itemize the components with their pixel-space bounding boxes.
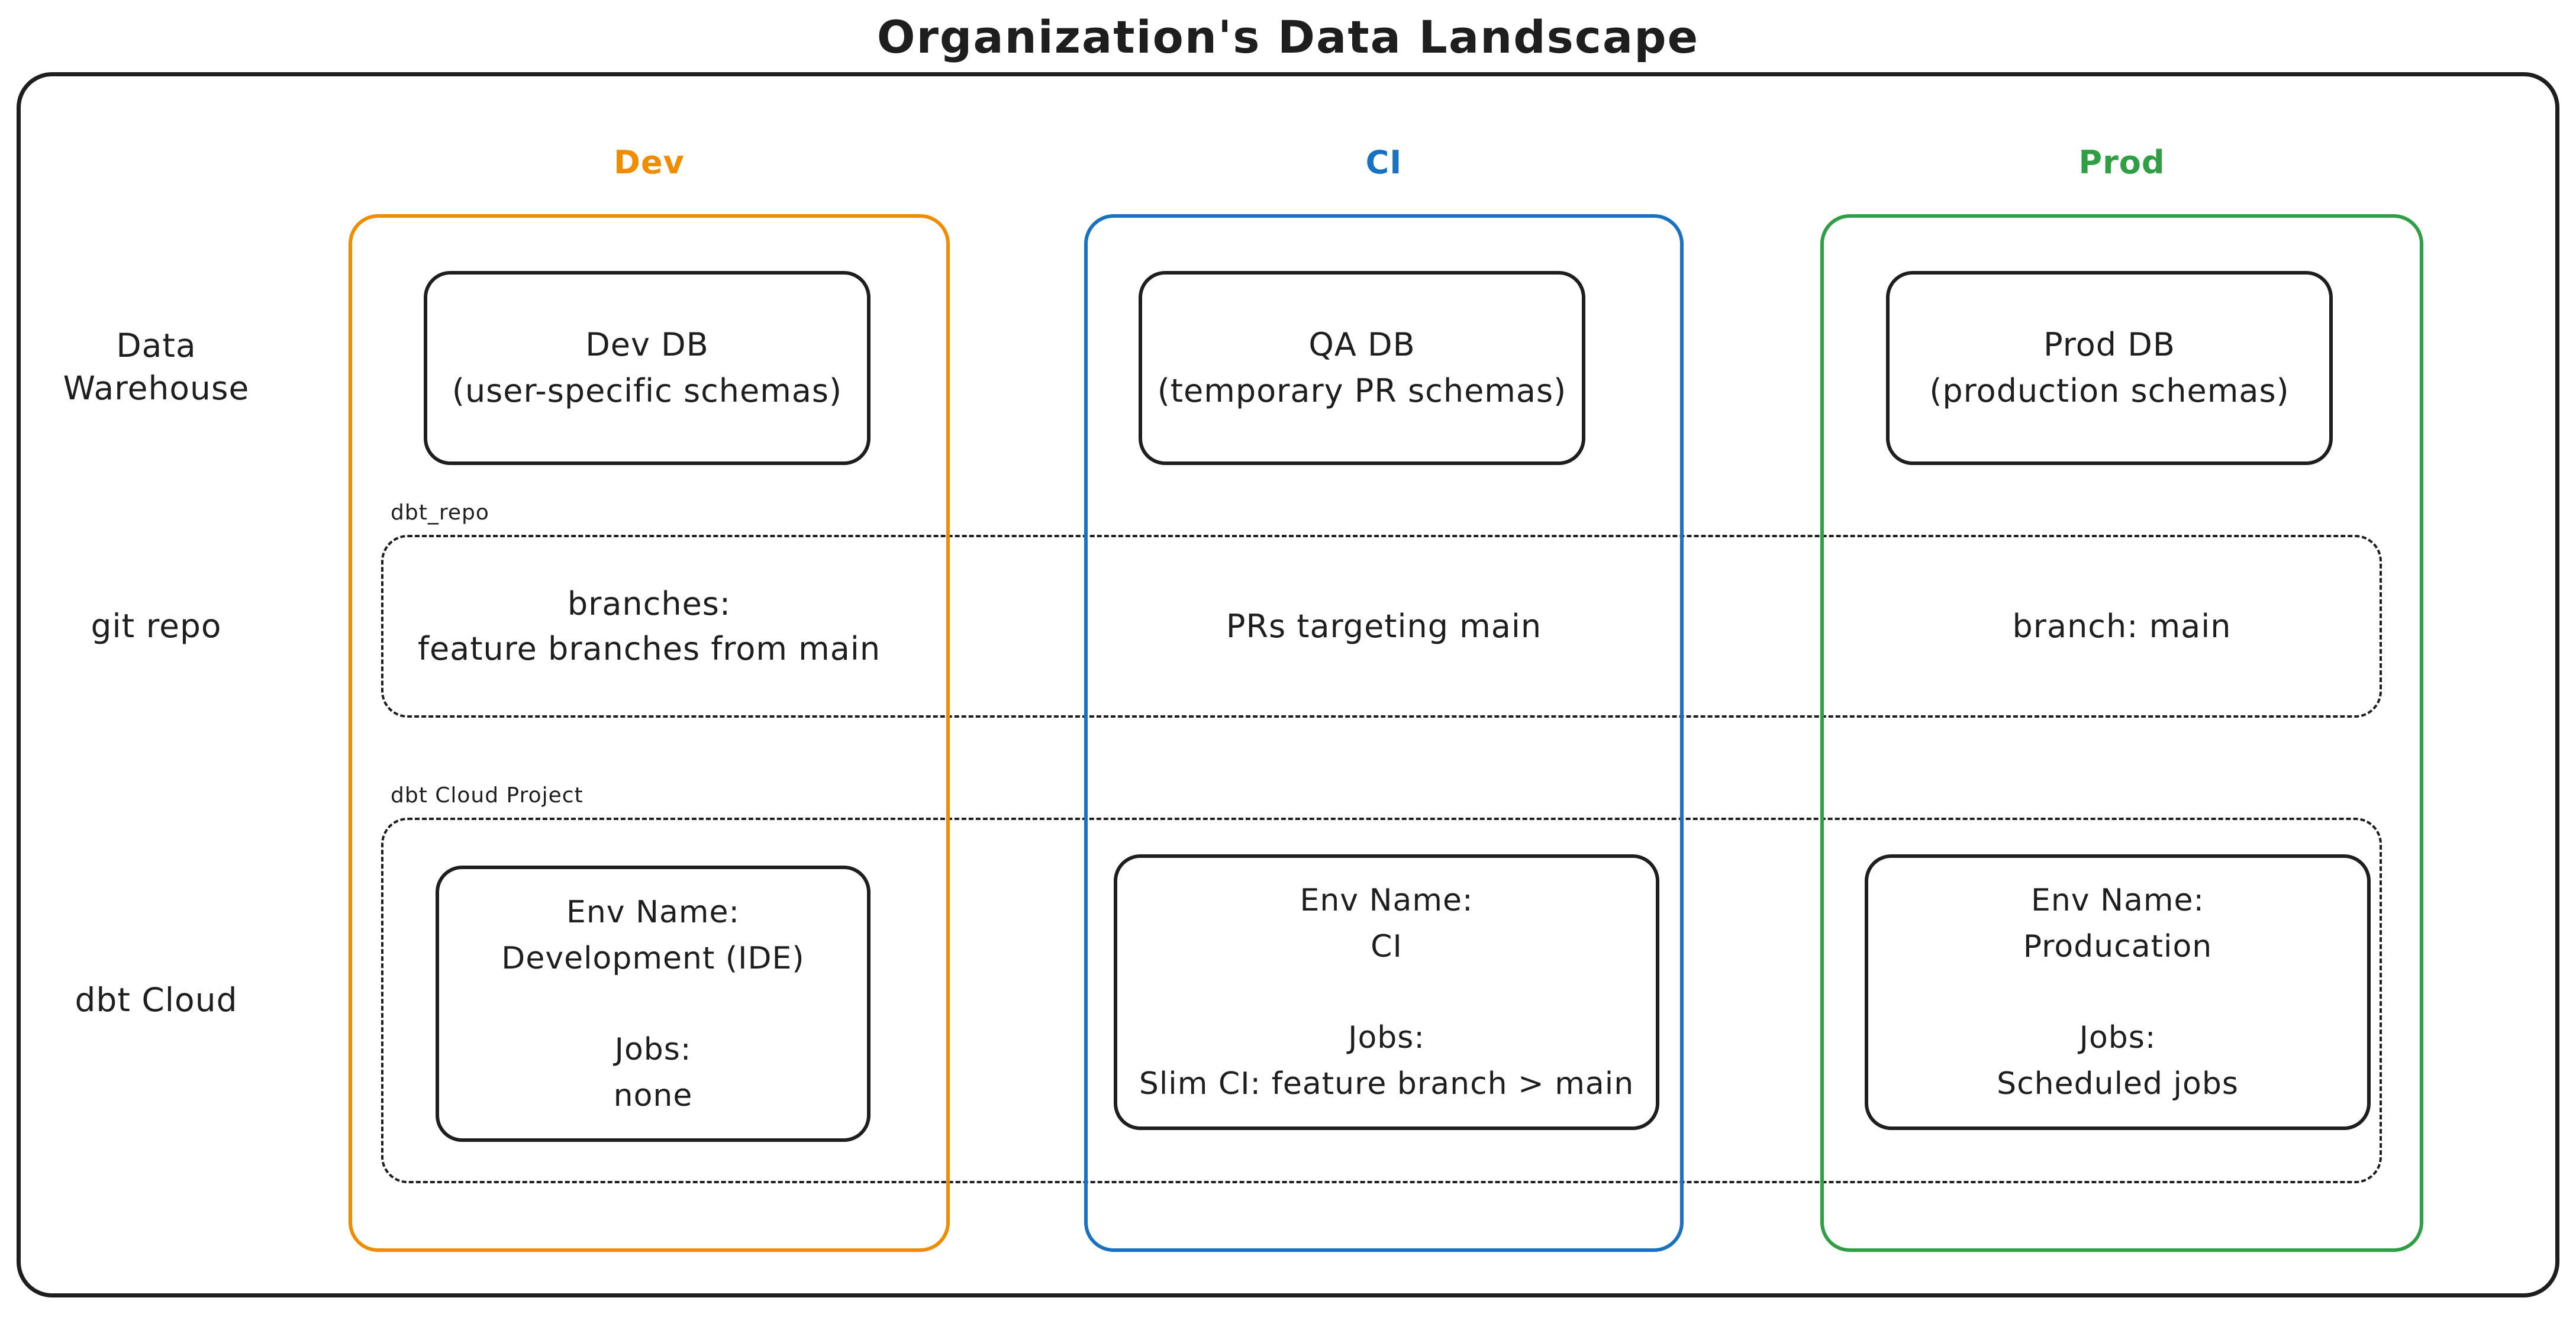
prod-db-box: Prod DB (production schemas) bbox=[1886, 271, 2333, 465]
git-prod-line1: branch: main bbox=[2012, 607, 2232, 645]
git-ci-line1: PRs targeting main bbox=[1226, 607, 1542, 645]
column-box-prod bbox=[1820, 214, 2423, 1252]
ci-jobs-value: Slim CI: feature branch > main bbox=[1139, 1066, 1634, 1102]
dev-jobs-value: none bbox=[613, 1077, 693, 1113]
landscape-container bbox=[17, 72, 2559, 1297]
prod-env-label: Env Name: bbox=[2030, 883, 2205, 918]
column-box-dev bbox=[349, 214, 950, 1252]
git-dev-line1: branches: bbox=[567, 585, 731, 622]
git-cell-dev: branches: feature branches from main bbox=[349, 535, 950, 718]
ci-env-name: CI bbox=[1371, 929, 1403, 964]
column-box-ci bbox=[1084, 214, 1684, 1252]
git-dev-line2: feature branches from main bbox=[417, 630, 881, 667]
dev-jobs-label: Jobs: bbox=[614, 1031, 692, 1067]
row-label-data-warehouse: Data Warehouse bbox=[63, 327, 250, 407]
dbt-cloud-project-group-label: dbt Cloud Project bbox=[391, 783, 583, 808]
row-label-git-repo: git repo bbox=[91, 607, 222, 645]
dev-db-title: Dev DB bbox=[585, 326, 709, 363]
prod-environment-box: Env Name: Producation Jobs: Scheduled jo… bbox=[1865, 854, 2371, 1130]
git-cell-prod: branch: main bbox=[1820, 535, 2423, 718]
column-header-dev: Dev bbox=[614, 144, 685, 181]
dev-db-box: Dev DB (user-specific schemas) bbox=[424, 271, 871, 465]
dev-env-label: Env Name: bbox=[566, 894, 740, 930]
prod-db-subtitle: (production schemas) bbox=[1929, 372, 2290, 409]
column-header-prod: Prod bbox=[2078, 144, 2165, 181]
dbt-cloud-project-group-box bbox=[381, 818, 2382, 1183]
qa-db-box: QA DB (temporary PR schemas) bbox=[1139, 271, 1585, 465]
row-label-dbt-cloud: dbt Cloud bbox=[75, 981, 238, 1019]
qa-db-subtitle: (temporary PR schemas) bbox=[1157, 372, 1567, 409]
git-repo-group-box bbox=[381, 535, 2382, 718]
ci-jobs-label: Jobs: bbox=[1348, 1020, 1425, 1055]
qa-db-title: QA DB bbox=[1308, 326, 1416, 363]
git-cell-ci: PRs targeting main bbox=[1084, 535, 1684, 718]
prod-env-name: Producation bbox=[2023, 929, 2213, 964]
ci-environment-box: Env Name: CI Jobs: Slim CI: feature bran… bbox=[1114, 854, 1659, 1130]
dev-db-subtitle: (user-specific schemas) bbox=[452, 372, 843, 409]
diagram-title: Organization's Data Landscape bbox=[876, 11, 1700, 63]
git-repo-group-label: dbt_repo bbox=[391, 501, 489, 525]
dev-environment-box: Env Name: Development (IDE) Jobs: none bbox=[436, 866, 871, 1142]
prod-jobs-label: Jobs: bbox=[2079, 1020, 2156, 1055]
ci-env-label: Env Name: bbox=[1300, 883, 1474, 918]
column-header-ci: CI bbox=[1365, 144, 1403, 181]
prod-jobs-value: Scheduled jobs bbox=[1997, 1066, 2239, 1102]
dev-env-name: Development (IDE) bbox=[501, 940, 805, 976]
prod-db-title: Prod DB bbox=[2043, 326, 2175, 363]
